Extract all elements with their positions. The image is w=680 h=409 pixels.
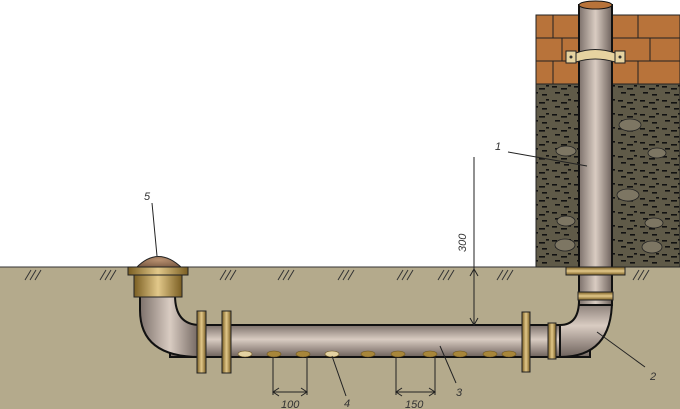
dimension-300: [469, 157, 479, 327]
hole: [360, 350, 376, 358]
hole: [295, 350, 311, 358]
callout-5: 5: [144, 191, 151, 203]
wall-clamp: [565, 49, 626, 64]
hole: [422, 350, 438, 358]
flange: [221, 310, 232, 374]
dimension-150: [395, 357, 436, 397]
hole: [501, 350, 517, 358]
riser-top-opening: [578, 0, 613, 10]
dimension-100-label: 100: [281, 399, 300, 409]
riser-coupling: [577, 291, 614, 301]
perforation-holes: [237, 350, 517, 358]
flange: [521, 311, 531, 373]
hole: [390, 350, 406, 358]
callout-3: 3: [456, 387, 463, 399]
hole: [266, 350, 282, 358]
callout-2: 2: [649, 371, 656, 383]
leader-lines: [151, 151, 646, 397]
callout-1: 1: [495, 141, 501, 153]
wall-sleeve: [565, 266, 626, 276]
callout-4: 4: [344, 398, 350, 409]
coupling: [547, 322, 557, 360]
inspection-cap: [127, 256, 189, 298]
dimension-150-label: 150: [405, 399, 424, 409]
flange: [196, 310, 207, 374]
hole: [482, 350, 498, 358]
dimension-100: [272, 357, 308, 397]
hole: [452, 350, 468, 358]
dimension-300-label: 300: [457, 233, 469, 252]
hole: [237, 350, 253, 358]
